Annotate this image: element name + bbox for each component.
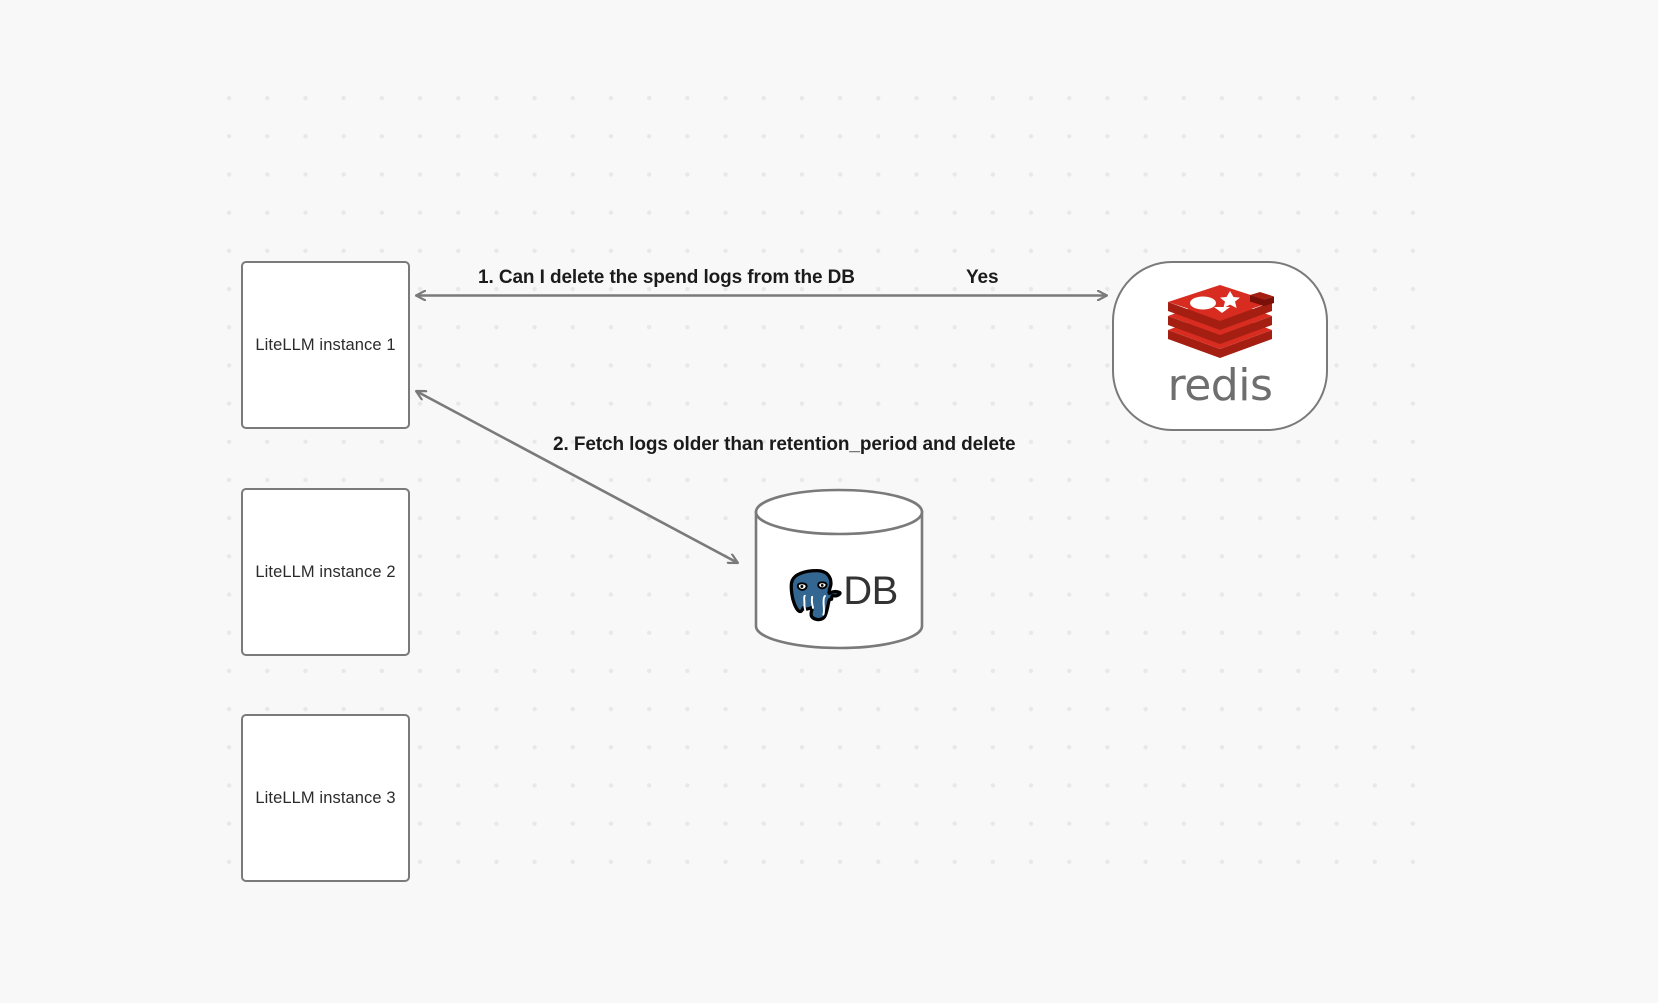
- node-litellm-instance-1[interactable]: LiteLLM instance 1: [241, 261, 410, 429]
- node-redis[interactable]: redis: [1112, 261, 1328, 431]
- edge-label-response: Yes: [966, 267, 999, 288]
- db-label: DB: [843, 568, 898, 613]
- node-litellm-instance-3[interactable]: LiteLLM instance 3: [241, 714, 410, 882]
- edge-litellm1-db: [416, 389, 738, 565]
- node-litellm-instance-2[interactable]: LiteLLM instance 2: [241, 488, 410, 656]
- redis-logo-icon: [1168, 285, 1274, 358]
- edge-label-fetch-delete: 2. Fetch logs older than retention_perio…: [553, 434, 1016, 455]
- redis-wordmark: redis: [1167, 360, 1273, 411]
- postgresql-elephant-icon: [789, 569, 842, 622]
- node-postgres-db[interactable]: DB: [753, 488, 925, 650]
- node-litellm-instance-1-label: LiteLLM instance 1: [255, 335, 396, 354]
- node-litellm-instance-3-label: LiteLLM instance 3: [255, 788, 396, 807]
- db-cylinder-shape: [754, 488, 924, 650]
- edge-label-request: 1. Can I delete the spend logs from the …: [478, 267, 855, 288]
- node-litellm-instance-2-label: LiteLLM instance 2: [255, 562, 396, 581]
